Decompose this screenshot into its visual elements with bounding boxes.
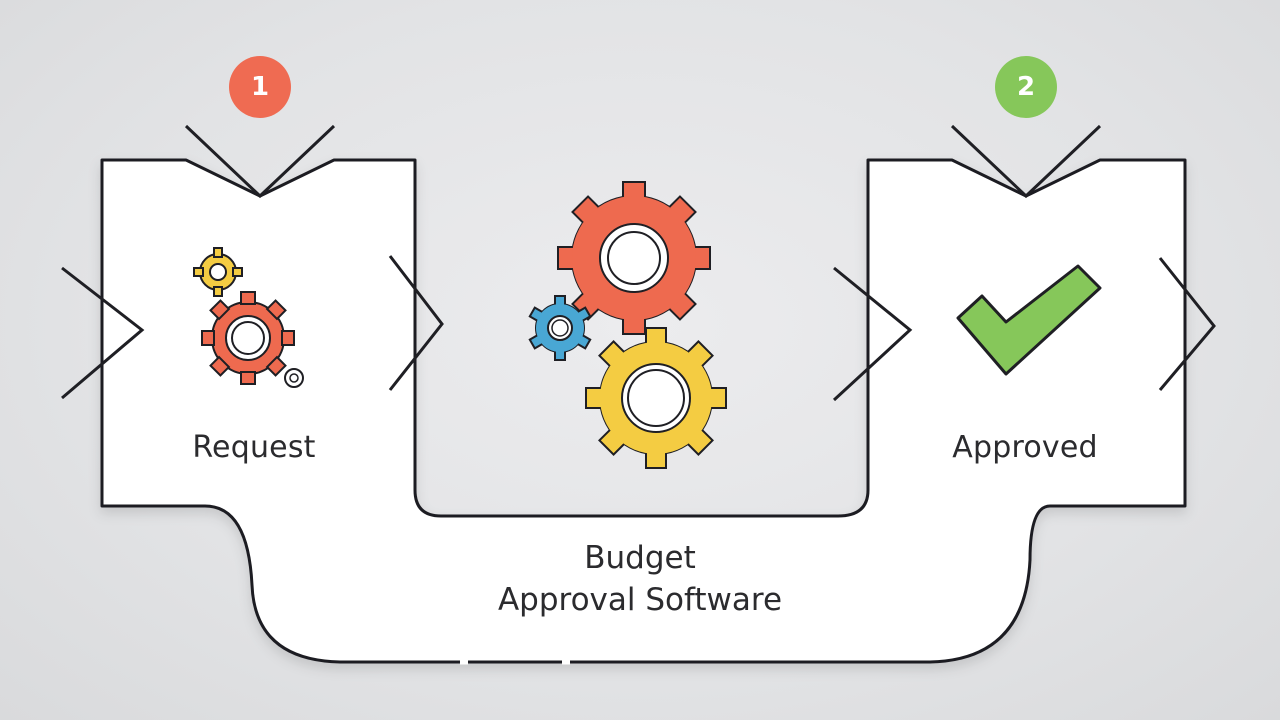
workflow-frame xyxy=(100,158,1187,664)
top-notch-left xyxy=(184,124,336,199)
left-panel-arrow xyxy=(388,255,444,391)
middle-arrow xyxy=(832,266,913,402)
step-1-badge: 1 xyxy=(229,56,291,118)
top-notch-right xyxy=(950,124,1102,199)
right-output-chevron xyxy=(1158,257,1216,391)
center-title-line2: Approval Software xyxy=(497,582,783,618)
center-title: Budget Approval Software xyxy=(440,537,840,621)
left-input-chevron xyxy=(61,266,145,400)
checkmark-icon xyxy=(956,264,1102,376)
request-label: Request xyxy=(192,430,316,465)
center-title-line1: Budget xyxy=(584,540,696,576)
step-2-badge: 2 xyxy=(995,56,1057,118)
gears-icon xyxy=(193,247,304,388)
approved-label: Approved xyxy=(952,430,1098,465)
gears-process-icon xyxy=(528,181,727,469)
